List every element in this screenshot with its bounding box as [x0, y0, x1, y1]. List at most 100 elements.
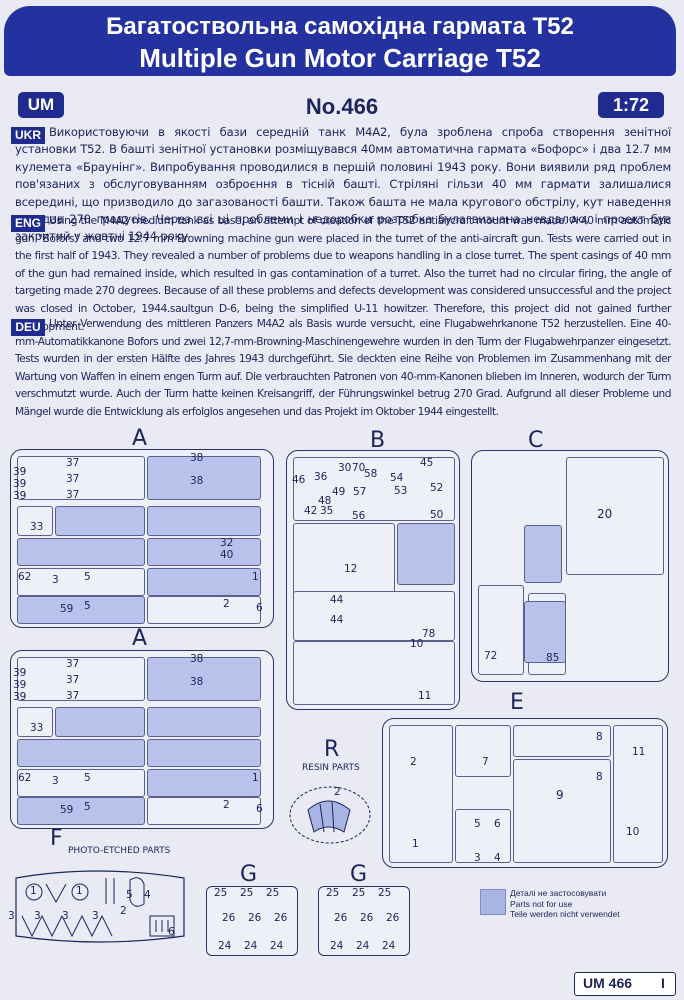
- pe-part-1: 1: [30, 885, 37, 897]
- part-35: 35: [320, 505, 334, 517]
- legend-line-deu: Teile werden nicht verwendet: [510, 909, 620, 919]
- part-37: 37: [66, 489, 80, 501]
- intro-deu-text: Unter Verwendung des mittleren Panzers M…: [15, 318, 672, 418]
- sprue-c-label: C: [528, 428, 544, 453]
- pe-part-5: 5: [126, 889, 133, 901]
- lang-tag-eng: ENG: [11, 215, 45, 232]
- part-26: 26: [334, 912, 348, 924]
- part-6: 6: [494, 818, 501, 830]
- lang-tag-deu: DEU: [11, 319, 45, 336]
- footer-page: I: [661, 975, 665, 991]
- sprue-a-lower: [10, 650, 274, 829]
- part-44: 44: [330, 594, 344, 606]
- part-38: 38: [190, 452, 204, 464]
- kit-number: No.466: [305, 94, 379, 119]
- part-3: 3: [474, 852, 481, 864]
- part-50: 50: [430, 509, 444, 521]
- part-8: 8: [596, 731, 603, 743]
- part-6: 6: [256, 803, 263, 815]
- part-39: 39: [13, 679, 27, 691]
- pe-part-3: 3: [62, 910, 69, 922]
- part-48: 48: [318, 495, 332, 507]
- footer-page-tag: UM 466 I: [574, 972, 676, 996]
- pe-part-2: 2: [120, 905, 127, 917]
- part-24: 24: [218, 940, 232, 952]
- part-33: 33: [30, 722, 44, 734]
- intro-ukr-text: Використовуючи в якості бази середній та…: [15, 125, 671, 244]
- lang-tag-ukr: UKR: [11, 127, 45, 144]
- part-8: 8: [596, 771, 603, 783]
- part-46: 46: [292, 474, 306, 486]
- part-54: 54: [390, 472, 404, 484]
- unused-parts-swatch: [480, 889, 506, 915]
- part-9: 9: [556, 788, 564, 802]
- part-70: 70: [352, 462, 366, 474]
- pe-part-3: 3: [92, 910, 99, 922]
- part-37: 37: [66, 457, 80, 469]
- part-40: 40: [220, 549, 234, 561]
- part-38: 38: [190, 653, 204, 665]
- intro-deu: Unter Verwendung des mittleren Panzers M…: [15, 316, 672, 422]
- photo-etched-fret: [15, 870, 185, 943]
- part-37: 37: [66, 674, 80, 686]
- part-33: 33: [30, 521, 44, 533]
- part-5: 5: [84, 801, 91, 813]
- part-1: 1: [412, 838, 419, 850]
- part-38: 38: [190, 676, 204, 688]
- part-25: 25: [378, 887, 392, 899]
- part-6: 6: [256, 602, 263, 614]
- sprue-b: [286, 450, 460, 710]
- intro-eng: Using the M4A2 medium tank as base, an a…: [15, 212, 671, 335]
- sprue-e: [382, 718, 668, 868]
- part-5: 5: [84, 571, 91, 583]
- part-5: 5: [84, 772, 91, 784]
- part-39: 39: [13, 691, 27, 703]
- part-52: 52: [430, 482, 444, 494]
- part-3: 3: [52, 775, 59, 787]
- part-26: 26: [222, 912, 236, 924]
- legend-line-ukr: Деталі не застосовувати: [510, 888, 607, 898]
- sprue-a-upper: [10, 449, 274, 628]
- part-72: 72: [484, 650, 498, 662]
- part-37: 37: [66, 473, 80, 485]
- part-26: 26: [248, 912, 262, 924]
- part-2: 2: [410, 756, 417, 768]
- part-26: 26: [360, 912, 374, 924]
- photo-etched-caption: PHOTO-ETCHED PARTS: [68, 846, 171, 856]
- part-24: 24: [382, 940, 396, 952]
- part-10: 10: [410, 638, 424, 650]
- resin-part-drawing: [289, 786, 371, 844]
- part-5: 5: [84, 600, 91, 612]
- pe-part-6: 6: [168, 926, 175, 938]
- part-37: 37: [66, 690, 80, 702]
- legend-line-eng: Parts not for use: [510, 898, 573, 909]
- part-24: 24: [270, 940, 284, 952]
- footer-code: UM 466: [583, 975, 633, 991]
- part-2: 2: [223, 598, 230, 610]
- sprue-a-label: A: [132, 426, 148, 451]
- intro-eng-text: Using the M4A2 medium tank as base, an a…: [15, 214, 671, 333]
- part-24: 24: [244, 940, 258, 952]
- part-10: 10: [626, 826, 640, 838]
- part-12: 12: [344, 563, 358, 575]
- sprue-g-2: [318, 886, 410, 956]
- part-42: 42: [304, 505, 318, 517]
- part-53: 53: [394, 485, 408, 497]
- part-62: 62: [18, 772, 32, 784]
- part-25: 25: [326, 887, 340, 899]
- sprue-e-label: E: [510, 690, 524, 715]
- unused-parts-legend: Деталі не застосовувати Parts not for us…: [510, 888, 620, 920]
- part-20: 20: [597, 507, 613, 521]
- title-banner: Багатоствольна самохідна гармата Т52 Mul…: [4, 6, 676, 76]
- sprue-g-1: [206, 886, 298, 956]
- part-56: 56: [352, 510, 366, 522]
- part-59: 59: [60, 603, 74, 615]
- resin-label: R: [324, 737, 340, 762]
- part-62: 62: [18, 571, 32, 583]
- title-ukrainian: Багатоствольна самохідна гармата Т52: [106, 13, 574, 40]
- part-3: 3: [52, 574, 59, 586]
- sprue-a-label-2: A: [132, 626, 148, 651]
- part-39: 39: [13, 478, 27, 490]
- part-58: 58: [364, 468, 378, 480]
- sprue-b-label: B: [370, 428, 386, 453]
